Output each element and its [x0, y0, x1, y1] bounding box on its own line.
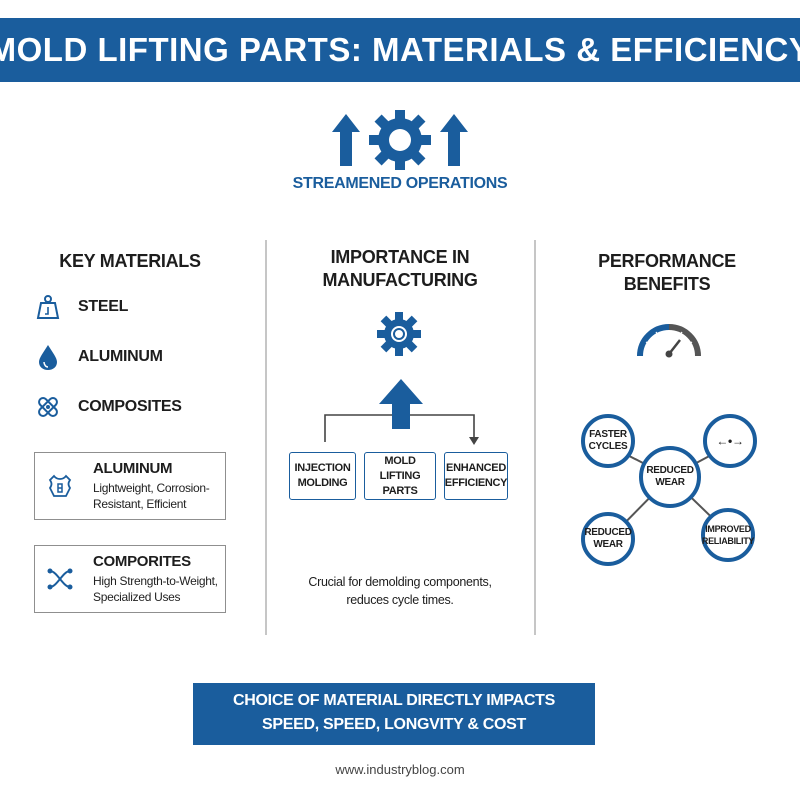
performance-heading: PERFORMANCE BENEFITS — [557, 250, 777, 296]
importance-heading-line1: IMPORTANCE IN — [330, 247, 470, 267]
page-title: MOLD LIFTING PARTS: MATERIALS & EFFICIEN… — [0, 31, 800, 68]
flow-box-mold-lifting-parts: MOLD LIFTING PARTS — [364, 452, 436, 500]
benefit-node-line2: WEAR — [655, 477, 685, 488]
flow-box-line2: EFFICIENCY — [444, 477, 508, 489]
card-description: Lightweight, Corrosion-Resistant, Effici… — [93, 481, 210, 511]
material-label: ALUMINUM — [78, 348, 163, 365]
importance-heading: IMPORTANCE IN MANUFACTURING — [290, 246, 510, 292]
column-divider-left — [265, 240, 267, 635]
importance-note: Crucial for demolding components, reduce… — [290, 573, 510, 609]
performance-heading-line1: PERFORMANCE — [598, 251, 736, 271]
conclusion-banner: CHOICE OF MATERIAL DIRECTLY IMPACTS SPEE… — [193, 683, 595, 745]
material-item-composites: COMPOSITES — [34, 393, 182, 421]
gear-with-up-arrows-icon — [332, 110, 468, 170]
card-title: ALUMINUM — [93, 460, 173, 477]
column-divider-right — [534, 240, 536, 635]
flow-connectors — [324, 379, 479, 445]
importance-heading-line2: MANUFACTURING — [322, 270, 478, 290]
benefit-node-improved-reliability: IMPROVED RELIABILITY — [701, 508, 755, 562]
flow-box-line1: ENHANCED — [446, 462, 506, 474]
material-item-aluminum: ALUMINUM — [34, 343, 163, 371]
flow-box-line2: PARTS — [382, 484, 418, 497]
flow-box-injection-molding: INJECTION MOLDING — [289, 452, 356, 500]
benefit-node-line2: RELIABILITY — [701, 536, 755, 546]
material-card-composites: COMPORITES High Strength-to-Weight, Spec… — [34, 545, 226, 613]
conclusion-line1: CHOICE OF MATERIAL DIRECTLY IMPACTS — [233, 692, 555, 709]
flow-box-enhanced-efficiency: ENHANCED EFFICIENCY — [444, 452, 508, 500]
header-banner: MOLD LIFTING PARTS: MATERIALS & EFFICIEN… — [0, 18, 800, 82]
flow-box-line1: MOLD LIFTING — [379, 454, 421, 482]
performance-heading-line2: BENEFITS — [623, 274, 711, 294]
speedometer-icon — [637, 324, 701, 358]
composite-icon — [47, 568, 73, 590]
footer-url-link[interactable]: www.industryblog.com — [335, 762, 465, 777]
benefit-node-line1: REDUCED — [584, 527, 632, 538]
crossed-fibers-icon — [38, 397, 58, 417]
benefit-node-line2: CYCLES — [588, 441, 628, 452]
droplet-icon — [39, 345, 57, 370]
aluminum-icon — [48, 474, 72, 497]
material-label: STEEL — [78, 298, 129, 315]
flow-box-line1: INJECTION — [294, 462, 351, 474]
key-materials-heading: KEY MATERIALS — [59, 251, 201, 271]
material-card-aluminum: ALUMINUM Lightweight, Corrosion-Resistan… — [34, 452, 226, 520]
benefit-node-line1: IMPROVED — [705, 524, 751, 534]
gear-icon — [377, 312, 421, 356]
material-label: COMPOSITES — [78, 398, 182, 415]
benefit-node-line2: WEAR — [593, 539, 623, 550]
importance-note-line1: Crucial for demolding components, — [308, 575, 492, 589]
benefit-node-precision: ←•→ — [703, 414, 757, 468]
benefit-node-line1: FASTER — [589, 429, 627, 440]
weight-icon — [36, 295, 60, 319]
benefit-node-line1: REDUCED — [646, 465, 694, 476]
material-item-steel: STEEL — [34, 293, 128, 321]
flow-box-line2: MOLDING — [297, 477, 348, 489]
card-title: COMPORITES — [93, 553, 191, 570]
benefit-node-symbol: ←•→ — [716, 434, 744, 448]
conclusion-line2: SPEED, SPEED, LONGVITY & COST — [262, 716, 526, 733]
card-description: High Strength-to-Weight, Specialized Use… — [93, 574, 218, 604]
importance-note-line2: reduces cycle times. — [346, 593, 454, 607]
streamlined-operations-label: STREAMENED OPERATIONS — [292, 175, 508, 192]
